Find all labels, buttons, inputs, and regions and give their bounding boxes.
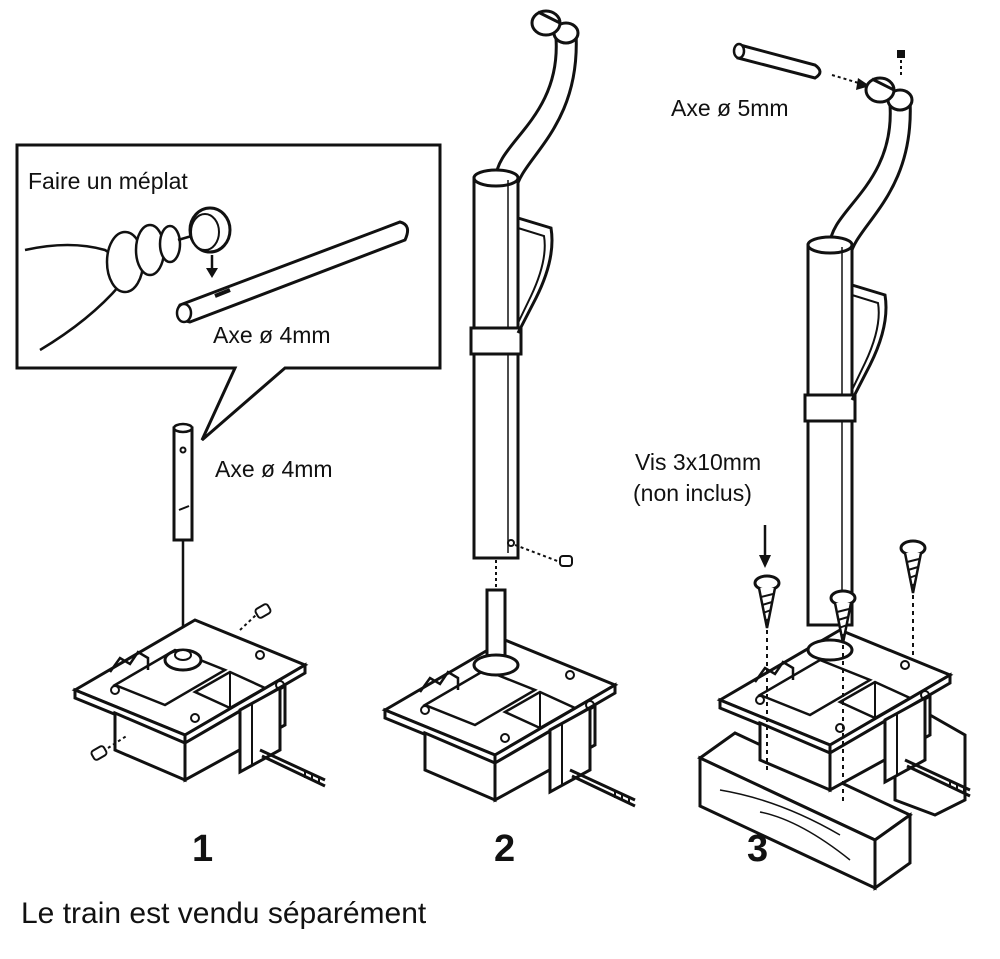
screw-label-line2: (non inclus) <box>633 480 752 506</box>
step1-switch-motor <box>73 603 327 788</box>
step2-switch-motor <box>383 544 637 808</box>
step-number-1: 1 <box>192 828 214 870</box>
step1-axle <box>172 422 194 630</box>
screw-label-line1: Vis 3x10mm <box>635 449 762 475</box>
callout-title: Faire un méplat <box>28 168 188 194</box>
step3-wood-block <box>697 713 967 891</box>
step2-lever-column <box>469 9 580 560</box>
footer-note: Le train est vendu séparément <box>21 897 427 930</box>
step3-screws <box>753 525 927 805</box>
step-number-3: 3 <box>747 828 769 870</box>
callout-axle-label: Axe ø 4mm <box>213 322 331 348</box>
filing-hand-illustration <box>24 206 410 352</box>
step3-switch-motor <box>718 628 972 798</box>
step1-axle-label: Axe ø 4mm <box>215 456 333 482</box>
step3-axle-label: Axe ø 5mm <box>671 95 789 121</box>
step-number-2: 2 <box>494 828 516 870</box>
step3-lever-column <box>803 76 914 627</box>
